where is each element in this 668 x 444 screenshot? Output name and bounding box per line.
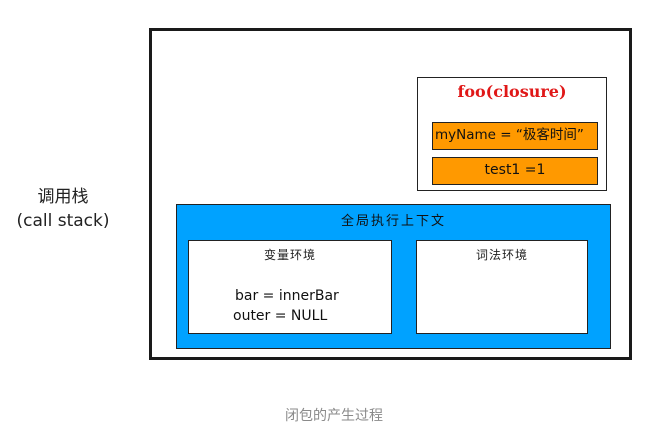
call-stack-label-cn: 调用栈 <box>37 187 89 207</box>
figure-caption: 闭包的产生过程 <box>285 408 383 424</box>
global-context-title: 全局执行上下文 <box>340 214 446 229</box>
closure-title: foo(closure) <box>457 82 567 101</box>
closure-box: foo(closure) myName = “极客时间” test1 =1 <box>417 77 607 191</box>
variable-environment: 变量环境 bar = innerBar outer = NULL <box>188 240 392 334</box>
variable-environment-title: 变量环境 <box>263 248 316 262</box>
closure-entry-test1: test1 =1 <box>432 157 598 185</box>
call-stack-label-en: (call stack) <box>16 211 110 231</box>
global-execution-context: 全局执行上下文 变量环境 bar = innerBar outer = NULL… <box>176 204 611 349</box>
lexical-environment: 词法环境 <box>416 240 588 334</box>
closure-entry-myname: myName = “极客时间” <box>432 122 598 150</box>
lexical-environment-title: 词法环境 <box>475 248 528 262</box>
variable-entry-outer: outer = NULL <box>233 308 328 324</box>
variable-entry-bar: bar = innerBar <box>235 288 339 304</box>
